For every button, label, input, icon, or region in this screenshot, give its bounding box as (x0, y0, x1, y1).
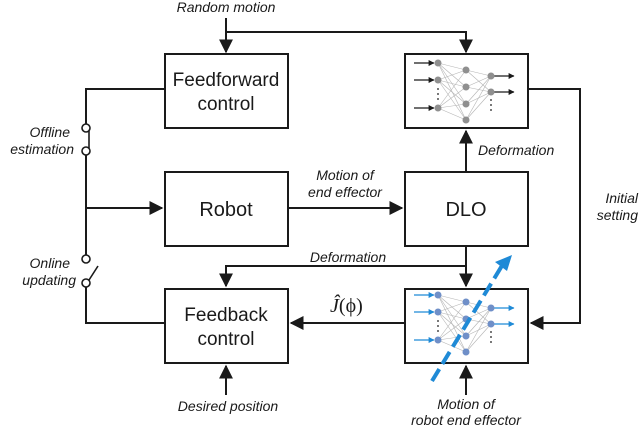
offline-label-1: Offline (30, 124, 71, 140)
initial-setting-arrow (528, 88, 581, 330)
feedforward-output-line (85, 88, 165, 124)
online-switch (81, 254, 99, 288)
feedback-label-2: control (197, 329, 254, 350)
dlo-block: DLO (404, 171, 529, 247)
feedforward-label-1: Feedforward (173, 70, 280, 91)
feedback-block: Feedback control (164, 288, 289, 364)
jacobian-label: Ĵ(ϕ) (330, 293, 363, 317)
desired-position-label: Desired position (178, 398, 279, 414)
deformation-to-feedback-arrow (219, 265, 466, 288)
online-label-1: Online (30, 255, 71, 271)
initial-setting-label-1: Initial (605, 190, 639, 206)
robot-label: Robot (199, 199, 253, 221)
random-motion-to-nn-arrow (226, 31, 473, 54)
offline-switch (81, 123, 91, 156)
update-diagonal-arrow (430, 255, 512, 383)
jacobian-arg: ϕ (346, 295, 357, 317)
robot-block: Robot (164, 171, 289, 247)
deformation-mid-label: Deformation (310, 249, 386, 265)
initial-setting-label-2: setting (597, 207, 638, 223)
motion-end-effector-label-2: end effector (308, 184, 383, 200)
robot-end-effector-label-2: robot end effector (411, 412, 522, 428)
motion-end-effector-label-1: Motion of (316, 167, 376, 183)
jacobian-symbol: Ĵ (330, 293, 341, 317)
offline-label-2: estimation (10, 141, 74, 157)
online-label-2: updating (22, 272, 76, 288)
deformation-top-label: Deformation (478, 142, 554, 158)
jacobian-close-paren: ) (356, 295, 363, 317)
feedforward-label-2: control (197, 94, 254, 115)
feedforward-block: Feedforward control (164, 53, 289, 129)
dlo-label: DLO (445, 199, 486, 221)
feedback-output-line (85, 287, 165, 324)
random-motion-label: Random motion (177, 0, 276, 15)
jacobian-open-paren: ( (339, 295, 346, 317)
neural-network-top (404, 53, 529, 129)
robot-end-effector-label-1: Motion of (437, 396, 497, 412)
feedback-label-1: Feedback (184, 305, 268, 326)
